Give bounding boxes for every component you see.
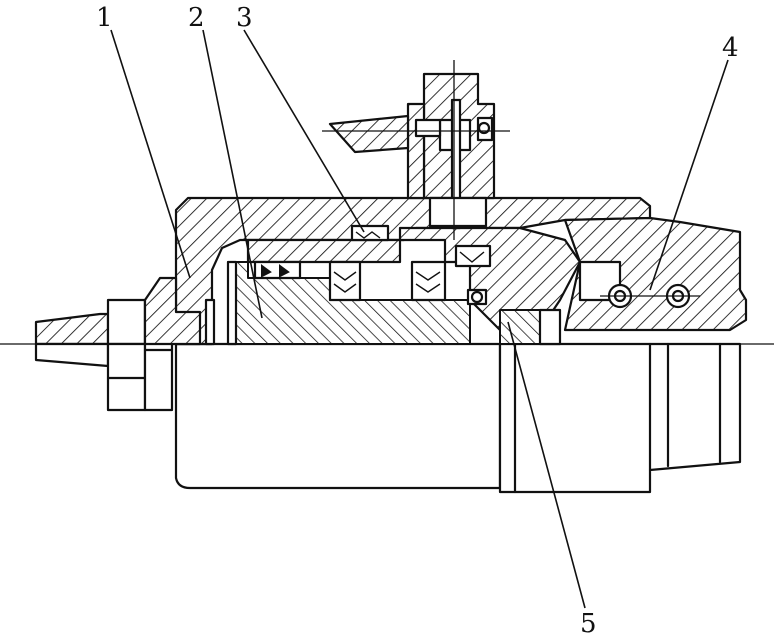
callout-2: 2 — [188, 3, 205, 33]
callout-4: 4 — [722, 33, 739, 63]
callout-1: 1 — [96, 3, 113, 33]
callout-3: 3 — [236, 3, 253, 33]
seal-sleeve — [246, 224, 447, 302]
nozzle-collar — [499, 308, 562, 346]
outer-body-lower — [174, 342, 742, 494]
top-connector — [328, 72, 496, 230]
leader-lines — [110, 29, 729, 609]
valve-body — [398, 226, 582, 332]
center-lines — [0, 60, 774, 345]
callout-5: 5 — [580, 609, 597, 635]
